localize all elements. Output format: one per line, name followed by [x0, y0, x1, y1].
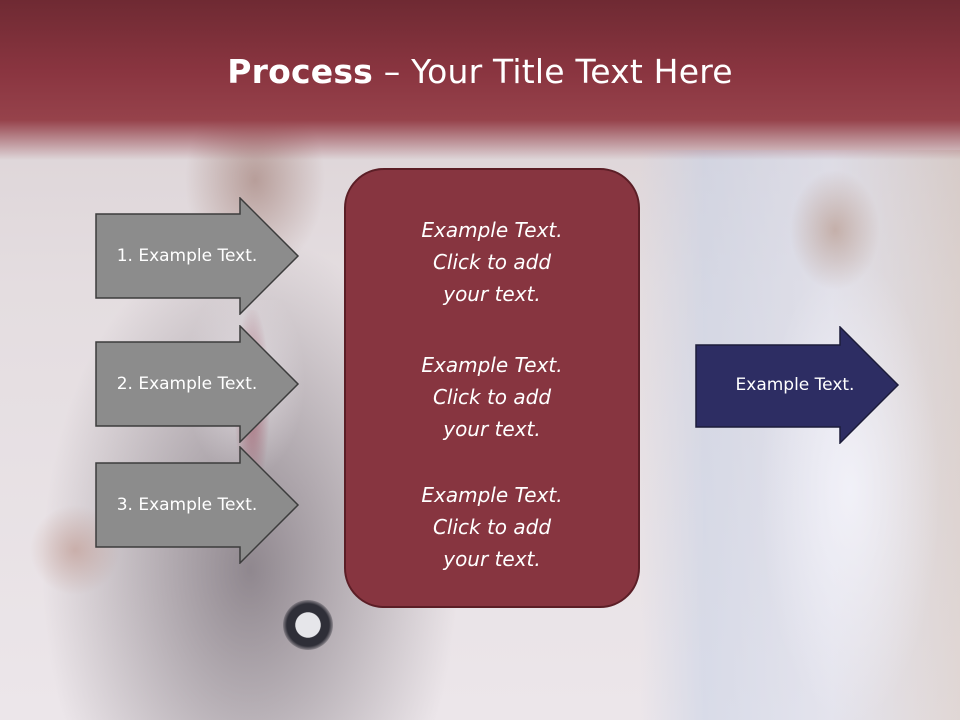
- slide-title[interactable]: Process – Your Title Text Here: [0, 52, 960, 91]
- center-text-item[interactable]: Example Text. Click to add your text.: [346, 349, 638, 445]
- center-text-line: Example Text.: [421, 483, 563, 507]
- center-text-line: Click to add: [432, 250, 552, 274]
- arrow-shape: [95, 325, 300, 443]
- center-text-line: Click to add: [432, 515, 552, 539]
- arrow-shape: [95, 197, 300, 315]
- center-text-line: your text.: [443, 547, 541, 571]
- background-photo-person-right: [740, 170, 960, 720]
- center-text-box[interactable]: Example Text. Click to add your text. Ex…: [344, 168, 640, 608]
- background-photo-watch: [283, 600, 333, 650]
- arrow-shape: [695, 326, 900, 444]
- center-text-line: Click to add: [432, 385, 552, 409]
- center-text-line: Example Text.: [421, 218, 563, 242]
- step-label: 3. Example Text.: [116, 495, 258, 515]
- step-arrow-3[interactable]: 3. Example Text.: [95, 446, 300, 564]
- center-text-line: your text.: [443, 417, 541, 441]
- result-arrow[interactable]: Example Text.: [695, 326, 900, 444]
- center-text-item[interactable]: Example Text. Click to add your text.: [346, 479, 638, 575]
- center-text-item[interactable]: Example Text. Click to add your text.: [346, 214, 638, 310]
- arrow-shape: [95, 446, 300, 564]
- result-label: Example Text.: [735, 375, 855, 395]
- title-band: [0, 0, 960, 160]
- step-arrow-1[interactable]: 1. Example Text.: [95, 197, 300, 315]
- center-text-line: Example Text.: [421, 353, 563, 377]
- center-text-line: your text.: [443, 282, 541, 306]
- step-label: 1. Example Text.: [116, 246, 258, 266]
- step-label: 2. Example Text.: [116, 374, 258, 394]
- title-bold: Process: [227, 52, 374, 91]
- step-arrow-2[interactable]: 2. Example Text.: [95, 325, 300, 443]
- title-rest: – Your Title Text Here: [373, 52, 733, 91]
